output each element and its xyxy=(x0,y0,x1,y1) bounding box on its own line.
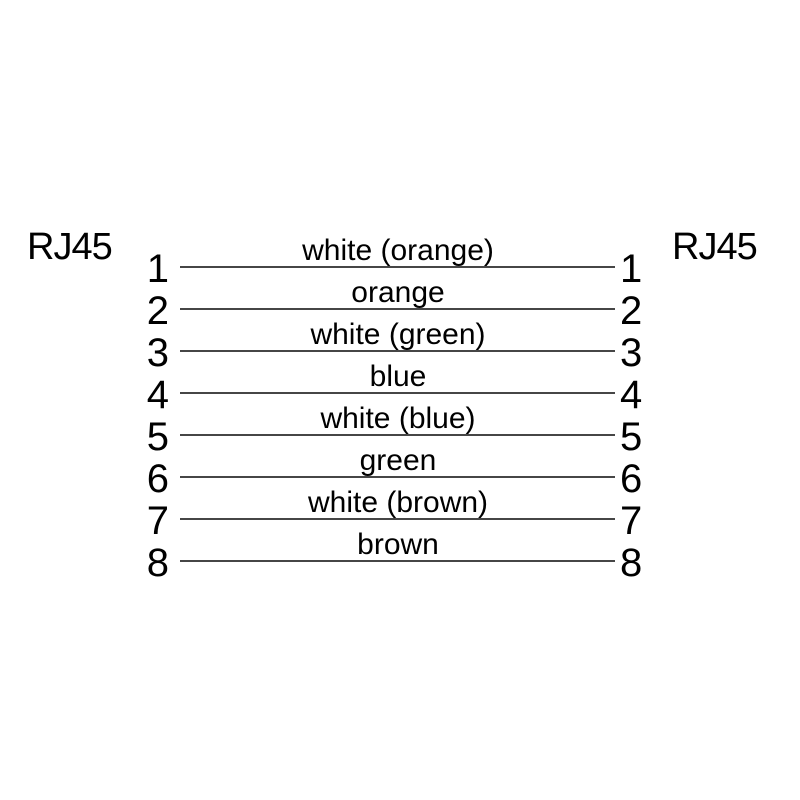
pin-number-right: 5 xyxy=(620,415,643,459)
wire-color-label: white (green) xyxy=(310,318,486,351)
pin-number-left: 6 xyxy=(146,457,169,501)
pin-number-left: 5 xyxy=(146,415,169,459)
wire-color-label: orange xyxy=(351,276,445,309)
pin-number-right: 7 xyxy=(620,499,643,543)
pin-number-left: 1 xyxy=(146,247,169,291)
pin-number-left: 4 xyxy=(146,373,169,417)
wire-line xyxy=(180,266,615,268)
pin-number-right: 1 xyxy=(620,247,643,291)
pin-number-left: 8 xyxy=(146,541,169,585)
wire-line xyxy=(180,560,615,562)
wire-color-label: white (orange) xyxy=(302,234,494,267)
connector-label-left: RJ45 xyxy=(27,226,113,268)
wire-color-label: white (brown) xyxy=(307,486,489,519)
wire-line xyxy=(180,308,615,310)
wire-line xyxy=(180,392,615,394)
wire-line xyxy=(180,476,615,478)
pin-number-right: 6 xyxy=(620,457,643,501)
pin-number-right: 3 xyxy=(620,331,643,375)
pin-number-right: 4 xyxy=(620,373,643,417)
wire-color-label: green xyxy=(359,444,437,477)
pin-number-left: 2 xyxy=(146,289,169,333)
pin-number-right: 8 xyxy=(620,541,643,585)
pin-number-right: 2 xyxy=(620,289,643,333)
connector-label-right: RJ45 xyxy=(672,226,758,268)
wire-color-label: blue xyxy=(369,360,427,393)
wire-line xyxy=(180,518,615,520)
wire-color-label: white (blue) xyxy=(320,402,476,435)
pin-number-left: 3 xyxy=(146,331,169,375)
wire-color-label: brown xyxy=(357,528,439,561)
wire-line xyxy=(180,350,615,352)
wire-line xyxy=(180,434,615,436)
pin-number-left: 7 xyxy=(146,499,169,543)
